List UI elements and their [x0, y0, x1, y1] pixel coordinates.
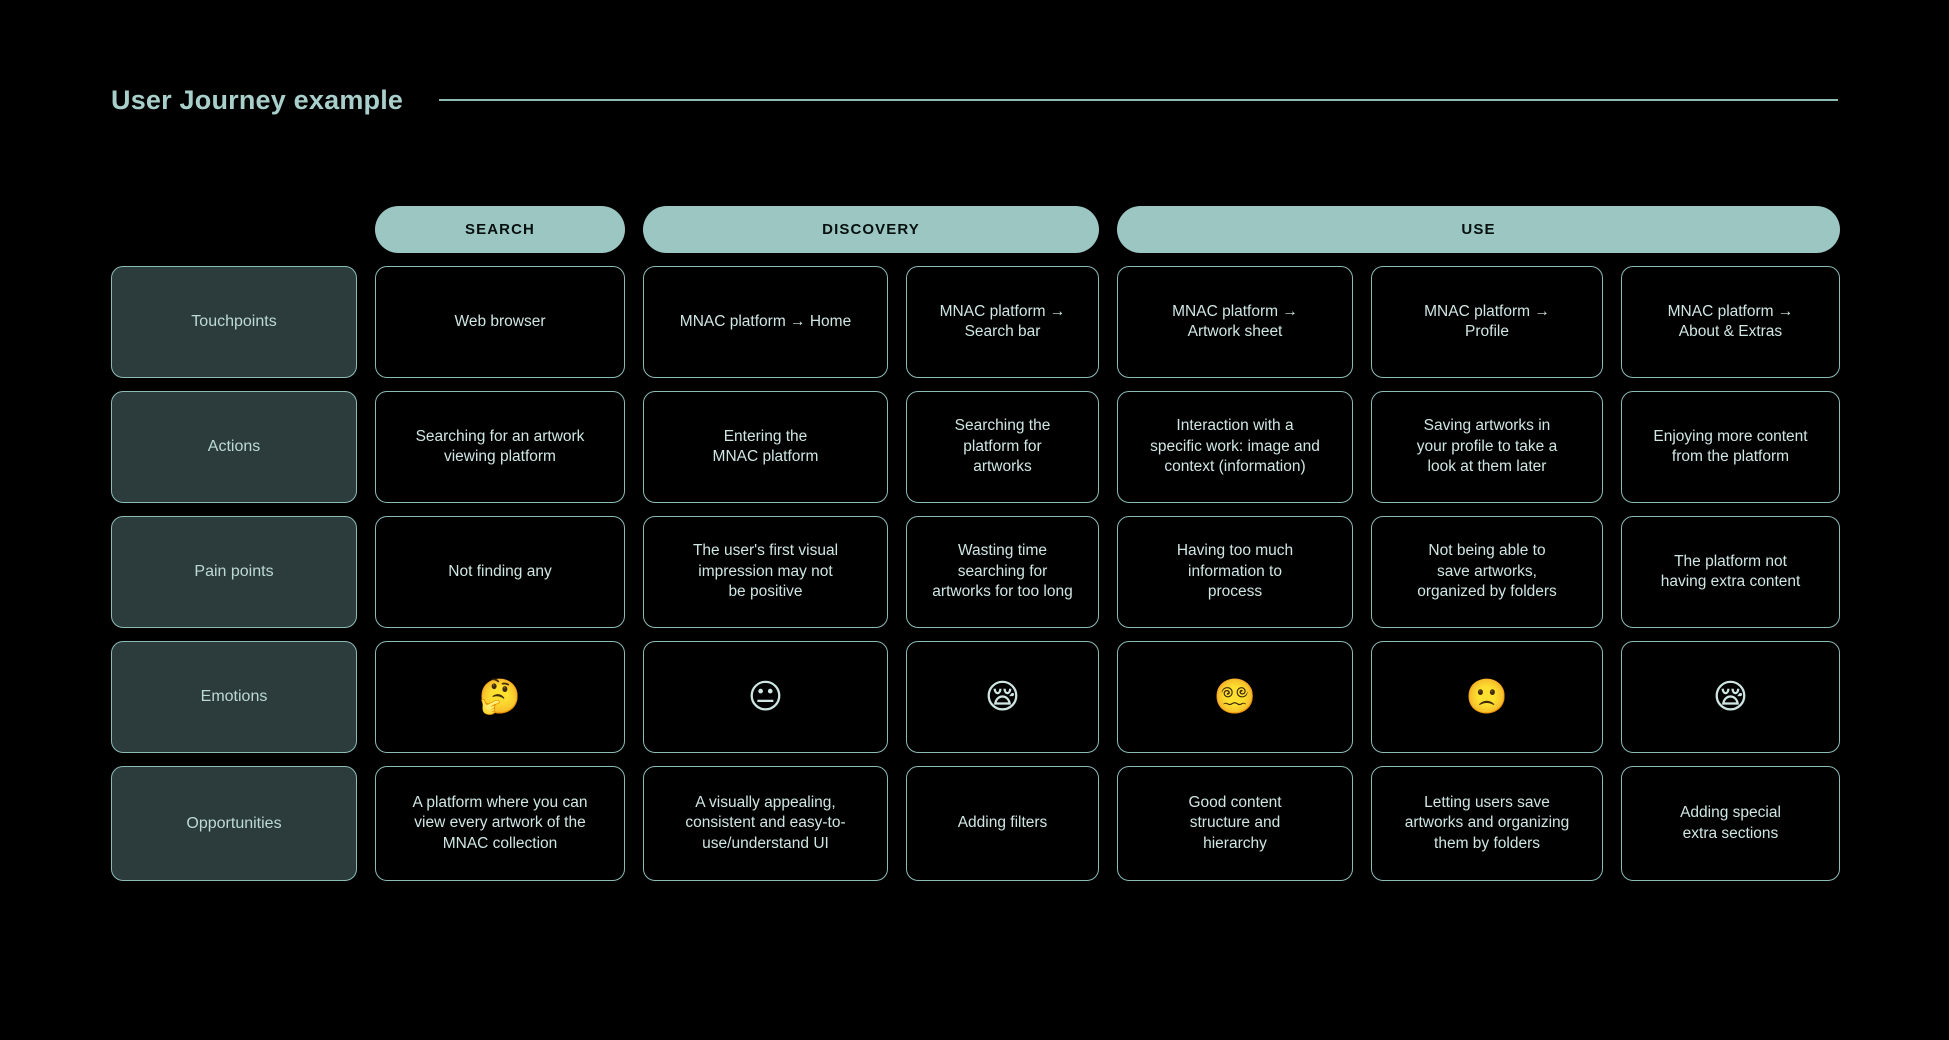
journey-grid: SEARCH DISCOVERY USE Touchpoints Web bro… — [111, 206, 1840, 881]
cell-touchpoints-4[interactable]: MNAC platform → Artwork sheet — [1117, 266, 1353, 378]
cell-pain-points-1[interactable]: Not finding any — [375, 516, 625, 628]
cell-actions-1[interactable]: Searching for an artwork viewing platfor… — [375, 391, 625, 503]
cell-actions-3[interactable]: Searching the platform for artworks — [906, 391, 1099, 503]
cell-pain-points-4[interactable]: Having too much information to process — [1117, 516, 1353, 628]
phase-row-spacer — [111, 206, 357, 253]
row-label-opportunities[interactable]: Opportunities — [111, 766, 357, 881]
row-label-actions[interactable]: Actions — [111, 391, 357, 503]
cell-touchpoints-3[interactable]: MNAC platform → Search bar — [906, 266, 1099, 378]
cell-opportunities-1[interactable]: A platform where you can view every artw… — [375, 766, 625, 881]
title-row: User Journey example — [111, 80, 1838, 120]
neutral-face-emoji: 😐 — [643, 641, 888, 753]
thinking-face-emoji: 🤔 — [375, 641, 625, 753]
row-label-pain-points[interactable]: Pain points — [111, 516, 357, 628]
slightly-frowning-face-emoji: 🙁 — [1371, 641, 1603, 753]
cell-touchpoints-5[interactable]: MNAC platform → Profile — [1371, 266, 1603, 378]
title-divider — [439, 99, 1838, 101]
cell-opportunities-4[interactable]: Good content structure and hierarchy — [1117, 766, 1353, 881]
cell-actions-5[interactable]: Saving artworks in your profile to take … — [1371, 391, 1603, 503]
phase-header-use[interactable]: USE — [1117, 206, 1840, 253]
cell-touchpoints-6[interactable]: MNAC platform → About & Extras — [1621, 266, 1840, 378]
cell-opportunities-3[interactable]: Adding filters — [906, 766, 1099, 881]
cell-pain-points-6[interactable]: The platform not having extra content — [1621, 516, 1840, 628]
cell-actions-4[interactable]: Interaction with a specific work: image … — [1117, 391, 1353, 503]
cell-pain-points-5[interactable]: Not being able to save artworks, organiz… — [1371, 516, 1603, 628]
row-label-touchpoints[interactable]: Touchpoints — [111, 266, 357, 378]
phase-header-search[interactable]: SEARCH — [375, 206, 625, 253]
cell-actions-2[interactable]: Entering the MNAC platform — [643, 391, 888, 503]
row-label-emotions[interactable]: Emotions — [111, 641, 357, 753]
cell-touchpoints-2[interactable]: MNAC platform → Home — [643, 266, 888, 378]
cell-actions-6[interactable]: Enjoying more content from the platform — [1621, 391, 1840, 503]
cell-opportunities-2[interactable]: A visually appealing, consistent and eas… — [643, 766, 888, 881]
dizzy-face-emoji: 😵‍💫 — [1117, 641, 1353, 753]
cell-pain-points-2[interactable]: The user's first visual impression may n… — [643, 516, 888, 628]
sleepy-face-emoji: 😪 — [906, 641, 1099, 753]
sleepy-face-emoji-2: 😪 — [1621, 641, 1840, 753]
page-title: User Journey example — [111, 84, 404, 115]
cell-pain-points-3[interactable]: Wasting time searching for artworks for … — [906, 516, 1099, 628]
cell-touchpoints-1[interactable]: Web browser — [375, 266, 625, 378]
cell-opportunities-6[interactable]: Adding special extra sections — [1621, 766, 1840, 881]
cell-opportunities-5[interactable]: Letting users save artworks and organizi… — [1371, 766, 1603, 881]
phase-header-discovery[interactable]: DISCOVERY — [643, 206, 1099, 253]
